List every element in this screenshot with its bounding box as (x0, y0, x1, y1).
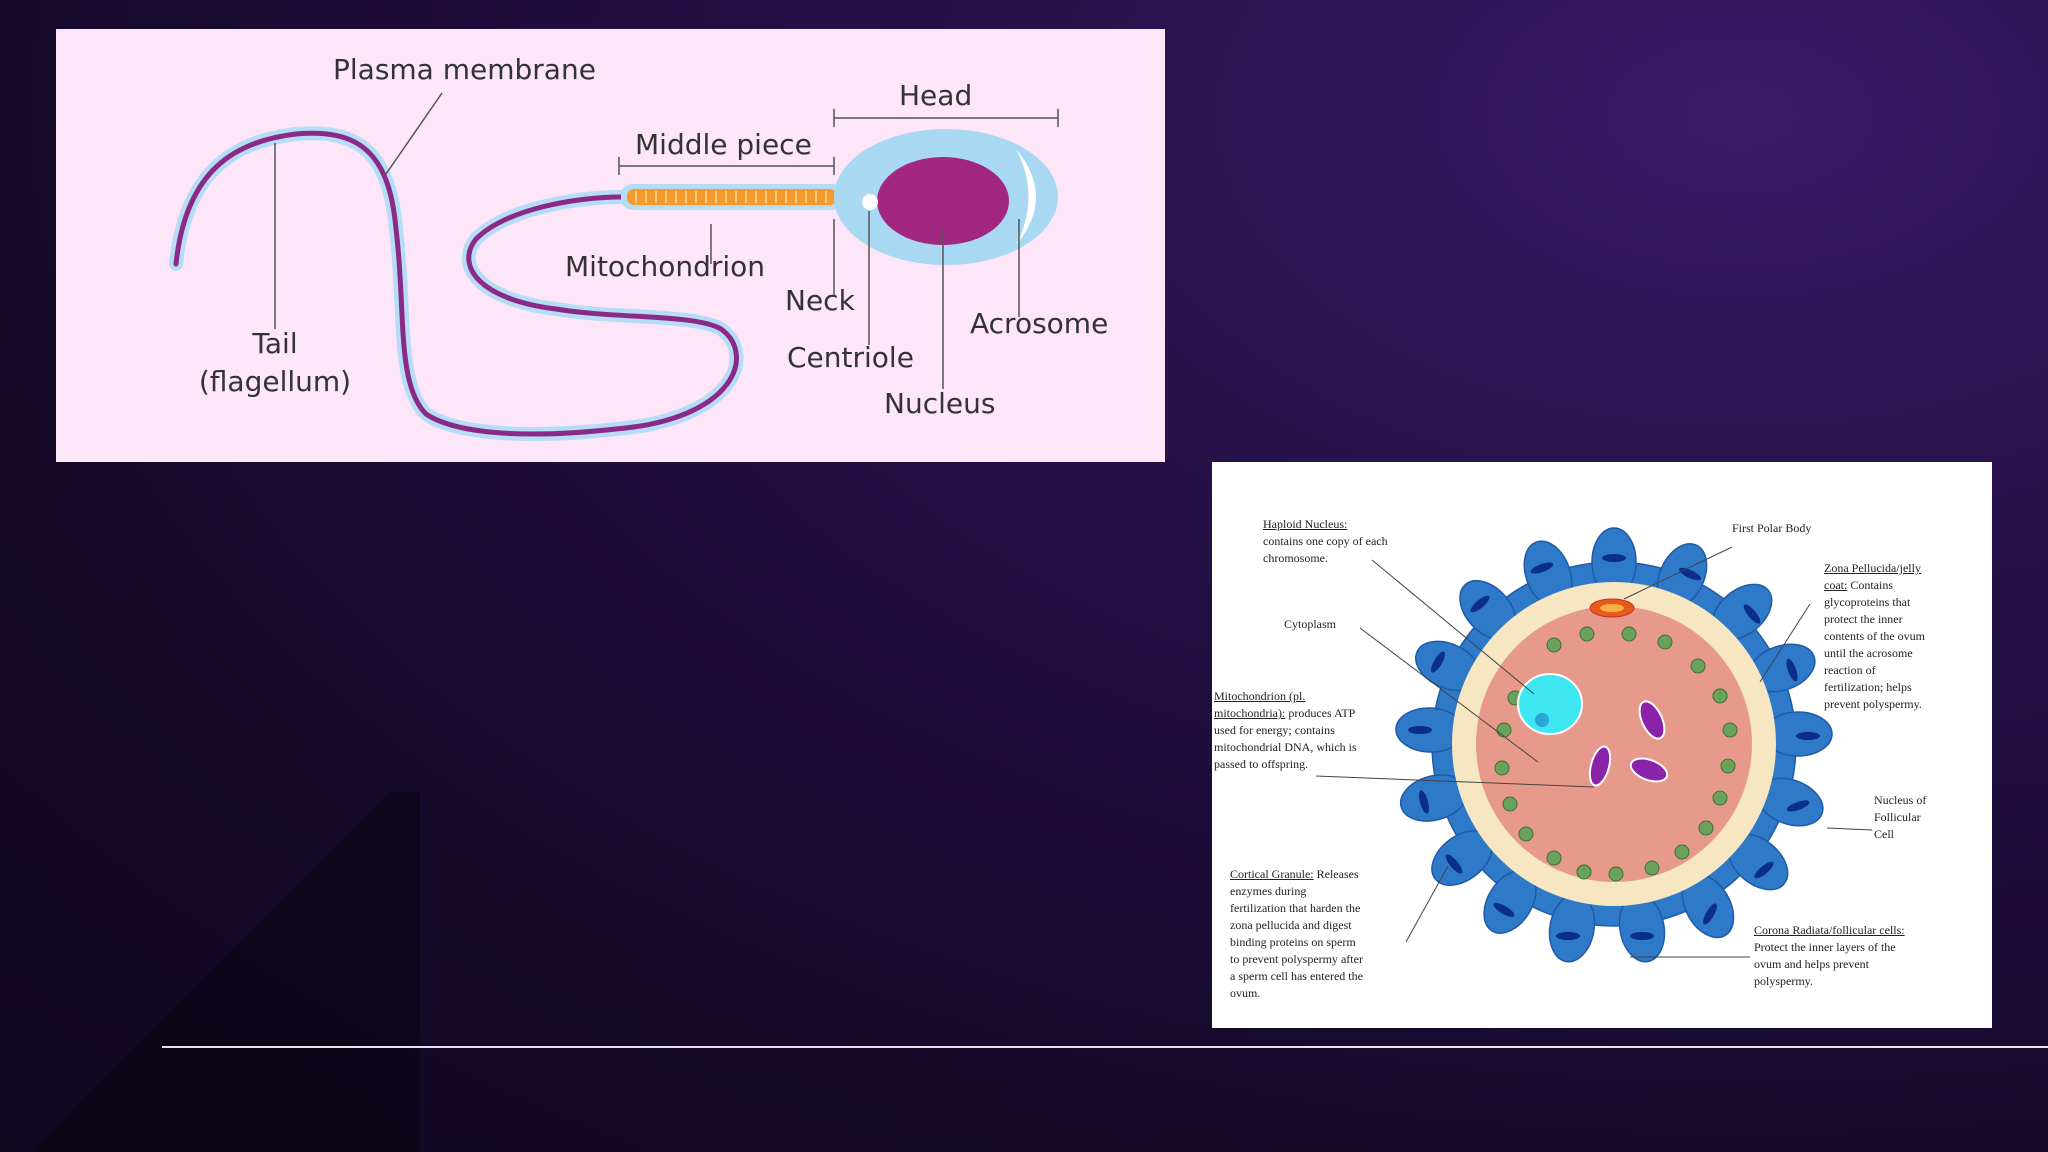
tail-flagellum (173, 130, 739, 437)
label-cytoplasm: Cytoplasm (1284, 617, 1337, 631)
label-acrosome: Acrosome (970, 307, 1108, 340)
label-corona-radiata: Corona Radiata/follicular cells: Protect… (1754, 923, 1905, 988)
label-mitochondrion: Mitochondrion (pl. mitochondria): produc… (1214, 689, 1357, 771)
label-plasma-membrane: Plasma membrane (333, 53, 596, 86)
ovum-diagram-panel: Haploid Nucleus: contains one copy of ea… (1212, 462, 1992, 1028)
acrosome-shape (1016, 149, 1036, 245)
label-cortical-granule: Cortical Granule: Releases enzymes durin… (1230, 867, 1363, 1000)
label-zona-pellucida: Zona Pellucida/jelly coat: Contains glyc… (1824, 561, 1925, 711)
ovum-diagram (1315, 527, 1873, 963)
sperm-diagram-panel: Plasma membrane Head Middle piece Mitoch… (56, 29, 1165, 462)
label-tail-flagellum: (flagellum) (199, 365, 351, 398)
mitochondria (1588, 700, 1669, 787)
label-first-polar-body: First Polar Body (1732, 521, 1812, 535)
nucleolus (1535, 713, 1549, 727)
label-follicular-nucleus: Nucleus of Follicular Cell (1874, 793, 1927, 841)
label-middle-piece: Middle piece (635, 128, 812, 161)
label-centriole: Centriole (787, 341, 914, 374)
middle-piece-mitochondria (627, 189, 837, 205)
label-head: Head (899, 79, 972, 112)
centriole-shape (862, 194, 878, 210)
cortical-granules (1494, 626, 1738, 882)
background-corner-shade (0, 792, 420, 1152)
label-mitochondrion: Mitochondrion (565, 250, 765, 283)
horizontal-divider (162, 1046, 2048, 1048)
label-tail: Tail (251, 327, 297, 360)
first-polar-body-inner (1600, 604, 1624, 612)
nucleus-shape (877, 157, 1009, 245)
label-haploid-nucleus: Haploid Nucleus: contains one copy of ea… (1263, 517, 1388, 565)
sperm-diagram: Plasma membrane Head Middle piece Mitoch… (169, 53, 1108, 441)
ovum-leader-lines (1315, 546, 1873, 958)
label-neck: Neck (785, 284, 856, 317)
follicular-cell-nuclei (1408, 554, 1820, 940)
cytoplasm (1476, 606, 1752, 882)
label-nucleus: Nucleus (884, 387, 995, 420)
haploid-nucleus (1517, 673, 1583, 735)
